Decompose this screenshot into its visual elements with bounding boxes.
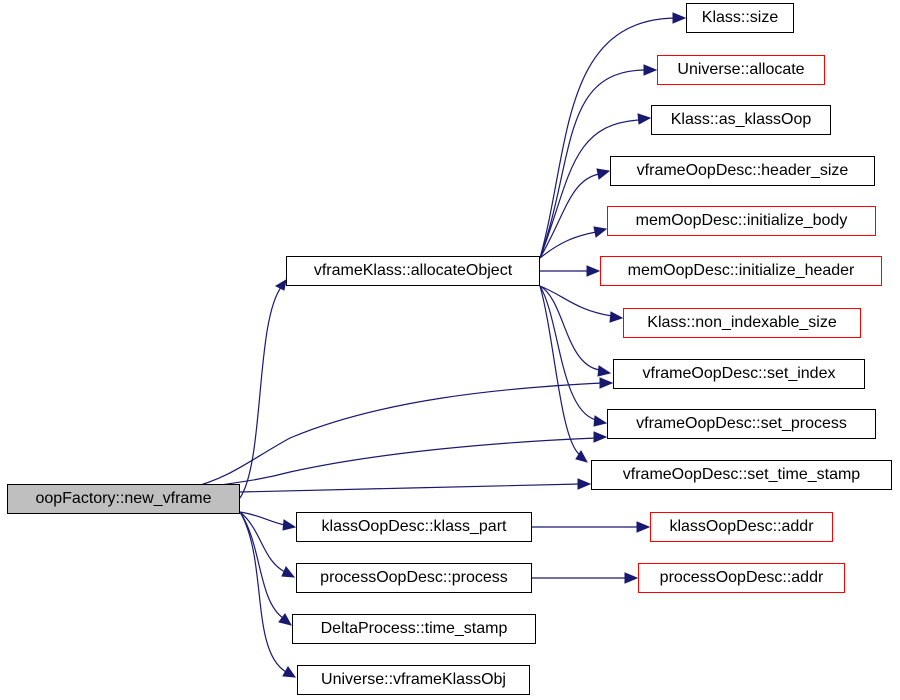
edge-root-to-vframe-klass-obj xyxy=(239,511,287,673)
arrowhead xyxy=(636,521,651,533)
node-new-vframe[interactable]: oopFactory::new_vframe xyxy=(7,484,240,514)
node-process[interactable]: processOopDesc::process xyxy=(296,563,532,593)
edge-allocate-to-klass-size xyxy=(539,17,676,259)
edge-root-to-klass-part xyxy=(239,511,286,526)
node-vframe-klass-obj[interactable]: Universe::vframeKlassObj xyxy=(297,665,530,695)
arrowhead xyxy=(597,365,612,377)
node-klass-as-klassoop[interactable]: Klass::as_klassOop xyxy=(651,105,831,135)
edge-root-to-set-index xyxy=(189,382,603,489)
arrowhead xyxy=(672,12,687,24)
arrowhead xyxy=(282,519,297,531)
arrowhead xyxy=(593,415,608,427)
arrowhead xyxy=(643,64,658,76)
edge-root-to-set-time-stamp xyxy=(239,483,581,493)
edge-allocate-to-non-indexable-size xyxy=(539,285,613,317)
node-non-indexable-size[interactable]: Klass::non_indexable_size xyxy=(623,308,861,338)
arrowhead xyxy=(599,377,614,389)
node-initialize-body[interactable]: memOopDesc::initialize_body xyxy=(607,206,876,236)
node-processoop-addr[interactable]: processOopDesc::addr xyxy=(638,563,845,593)
node-set-index[interactable]: vframeOopDesc::set_index xyxy=(613,359,865,389)
node-klass-size[interactable]: Klass::size xyxy=(686,3,794,33)
node-set-time-stamp[interactable]: vframeOopDesc::set_time_stamp xyxy=(591,460,892,490)
arrowhead xyxy=(586,265,601,277)
node-allocate-object[interactable]: vframeKlass::allocateObject xyxy=(286,256,540,286)
arrowhead xyxy=(274,278,287,291)
arrowhead xyxy=(637,113,652,125)
node-klass-part[interactable]: klassOopDesc::klass_part xyxy=(296,512,532,542)
edge-root-to-process xyxy=(239,511,286,573)
node-klassoop-addr[interactable]: klassOopDesc::addr xyxy=(650,512,833,542)
arrowhead xyxy=(596,168,611,180)
node-set-process[interactable]: vframeOopDesc::set_process xyxy=(607,409,876,439)
edge-root-to-time-stamp xyxy=(239,511,284,619)
arrowhead xyxy=(575,450,589,463)
arrowhead xyxy=(282,666,297,678)
arrowhead xyxy=(593,226,608,238)
edge-allocate-to-set-index xyxy=(539,285,601,371)
node-universe-allocate[interactable]: Universe::allocate xyxy=(657,55,825,85)
node-initialize-header[interactable]: memOopDesc::initialize_header xyxy=(600,256,882,286)
edge-root-to-set-process xyxy=(199,437,597,489)
edge-allocate-to-header-size xyxy=(539,173,600,259)
arrowhead xyxy=(577,478,592,490)
arrowhead xyxy=(624,572,639,584)
edge-root-to-allocate-object xyxy=(239,285,283,499)
edge-allocate-to-set-time-stamp xyxy=(539,285,581,456)
edge-allocate-to-set-process xyxy=(539,285,597,421)
node-time-stamp[interactable]: DeltaProcess::time_stamp xyxy=(292,614,536,644)
arrowhead xyxy=(593,431,608,443)
arrowhead xyxy=(609,311,624,323)
edge-allocate-to-as-klassoop xyxy=(539,119,640,259)
arrowhead xyxy=(281,566,296,578)
arrowhead xyxy=(278,613,292,626)
edge-allocate-to-universe-allocate xyxy=(539,69,647,259)
edges-group xyxy=(189,12,687,678)
edge-allocate-to-initialize-body xyxy=(539,231,597,259)
node-header-size[interactable]: vframeOopDesc::header_size xyxy=(610,156,875,186)
